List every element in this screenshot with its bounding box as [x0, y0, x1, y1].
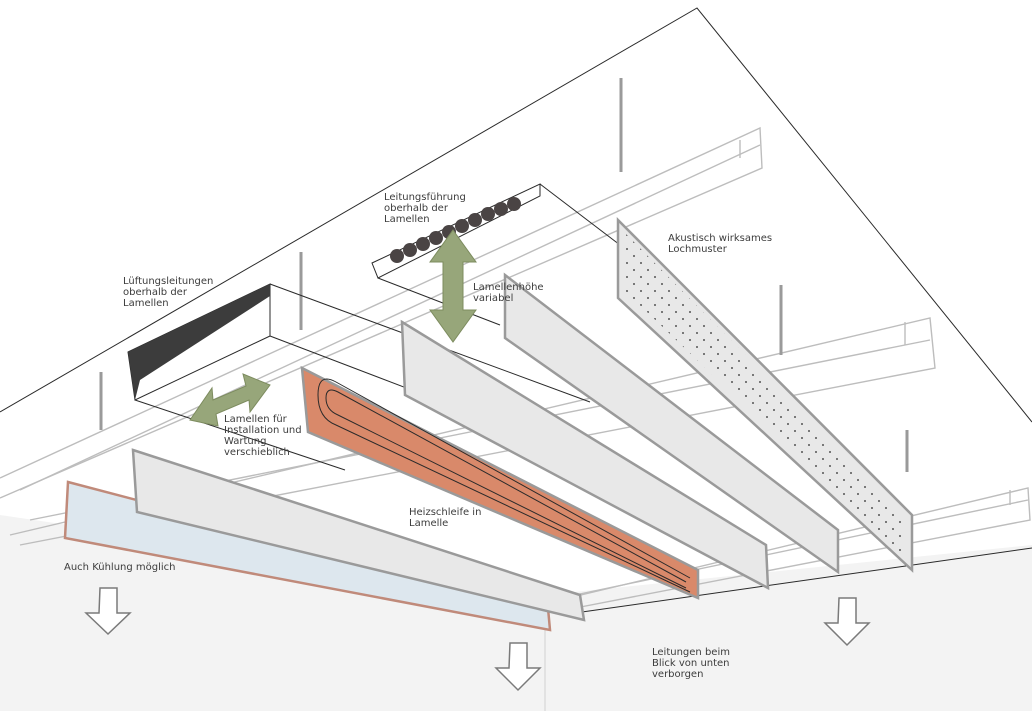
label-akustisch: Akustisch wirksames Lochmuster	[668, 233, 773, 255]
label-lueftung: Lüftungsleitungen oberhalb der Lamellen	[123, 276, 214, 309]
down-arrow-right	[823, 597, 871, 647]
label-lamellenhoehe: Lamellenhöhe variabel	[473, 282, 544, 304]
down-arrow-center	[494, 642, 542, 692]
lamella-plain-back	[503, 272, 840, 575]
lamella-plain-front	[131, 448, 586, 622]
label-verschiebbar: Lamellen für Installation und Wartung ve…	[224, 414, 302, 458]
cable-tray	[371, 183, 621, 326]
label-leitungsfuehrung: Leitungsführung oberhalb der Lamellen	[384, 192, 466, 225]
height-arrow	[429, 229, 477, 343]
lamella-plain-middle	[400, 319, 770, 591]
ceiling-edge-right	[581, 547, 1032, 613]
label-kuehlung: Auch Kühlung möglich	[64, 562, 176, 573]
ceiling-slab	[0, 7, 1032, 423]
down-arrows	[84, 587, 871, 692]
acoustic-perforation	[624, 232, 906, 560]
ventilation-duct	[127, 283, 591, 471]
slide-arrow	[189, 373, 271, 427]
pipe-bundle	[390, 197, 521, 263]
ceiling-hangers	[99, 78, 909, 472]
heating-lamella	[300, 365, 700, 600]
label-verborgen: Leitungen beim Blick von unten verborgen	[652, 647, 730, 680]
label-heizschleife: Heizschleife in Lamelle	[409, 507, 482, 529]
down-arrow-left	[84, 587, 132, 636]
